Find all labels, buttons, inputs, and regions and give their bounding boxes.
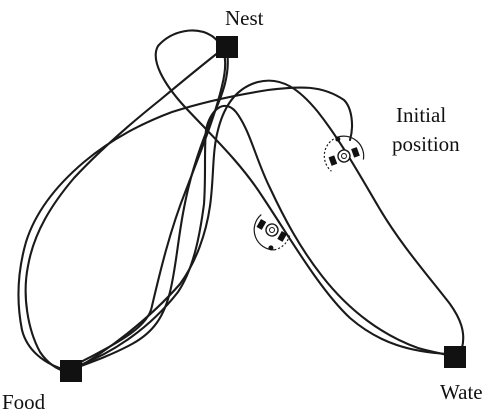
trajectory-path-outer [17, 29, 450, 372]
position-label: position [392, 132, 460, 156]
water-marker [444, 346, 466, 368]
trajectory-path-left [24, 46, 226, 374]
initial-label: Initial [396, 103, 447, 127]
robot-trajectories [17, 29, 465, 374]
trajectory-path-inner [68, 44, 229, 372]
food-marker [60, 360, 82, 382]
nest-marker [216, 36, 238, 58]
robot-icon-initial [323, 135, 365, 172]
water-label: Wate [440, 380, 483, 404]
trajectory-path-diagonal [76, 105, 454, 368]
nest-label: Nest [225, 6, 264, 30]
food-label: Food [2, 390, 46, 414]
robot-icon-midpath [253, 214, 291, 251]
